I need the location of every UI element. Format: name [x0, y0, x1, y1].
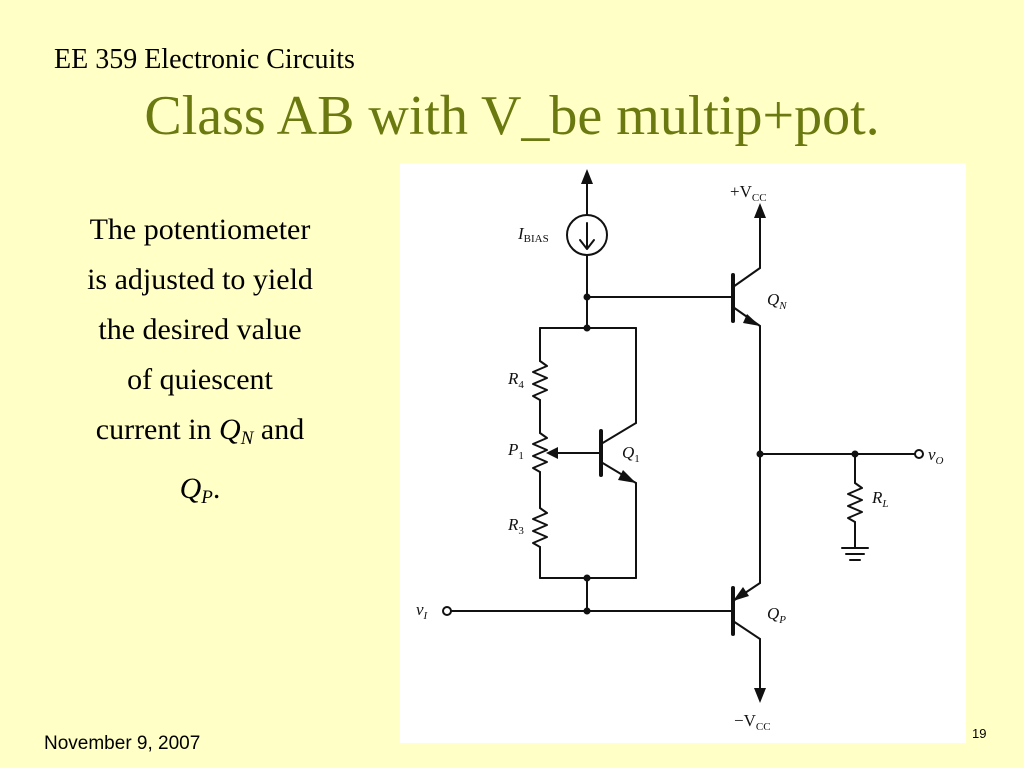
body-line-4: of quiescent [127, 363, 273, 396]
body-line-5-pre: current in [95, 413, 220, 446]
course-title: EE 359 Electronic Circuits [54, 44, 355, 75]
p1-potentiometer [532, 432, 548, 473]
r4-resistor [532, 360, 548, 401]
ibias-label: IBIAS [517, 224, 549, 245]
junction-dot [583, 324, 591, 332]
circuit-diagram: +VCC IBIAS QN R4 P1 Q1 R3 RL vI vO QP −V… [400, 163, 966, 743]
q1-emitter-arrow [618, 470, 636, 483]
qn-collector [732, 267, 761, 288]
junction-dot [851, 450, 859, 458]
vcc-pos-arrow [754, 203, 766, 218]
junction-dot [583, 293, 591, 301]
junction-dot [756, 450, 764, 458]
vi-terminal [442, 606, 452, 616]
body-line-3: the desired value [98, 313, 302, 346]
r3-label: R3 [507, 515, 524, 537]
vcc-pos-label: +VCC [730, 182, 767, 204]
qn-label: QN [767, 290, 787, 312]
vo-terminal [914, 449, 924, 459]
body-line-2: is adjusted to yield [87, 263, 313, 296]
body-line-5: current in QN and [28, 405, 372, 464]
qn-subscript: N [240, 428, 254, 449]
qp-emitter-arrow [733, 587, 749, 601]
p1-label: P1 [507, 440, 524, 462]
page-number: 19 [972, 726, 987, 741]
junction-dot [583, 607, 591, 615]
junction-dot [583, 574, 591, 582]
qp-subscript: P [201, 487, 213, 508]
rl-resistor [847, 482, 863, 523]
slide-title: Class AB with V_be multip+pot. [144, 85, 880, 147]
body-line-1: The potentiometer [89, 213, 311, 246]
q1-collector [600, 422, 637, 445]
qn-emitter-arrow [743, 314, 760, 326]
q1-label: Q1 [622, 443, 640, 465]
qp-label: QP [767, 604, 786, 626]
vcc-neg-arrow [754, 688, 766, 703]
body-line-6-post: . [212, 472, 221, 505]
qp-symbol: Q [179, 472, 202, 505]
vcc-neg-label: −VCC [734, 711, 771, 733]
rl-label: RL [871, 488, 889, 510]
current-source-arrowhead [579, 239, 595, 250]
circuit-svg: +VCC IBIAS QN R4 P1 Q1 R3 RL vI vO QP −V… [416, 169, 944, 733]
slide-body: The potentiometer is adjusted to yield t… [28, 205, 372, 523]
vo-label: vO [928, 445, 944, 467]
r3-resistor [532, 507, 548, 548]
vi-label: vI [416, 600, 429, 622]
junction-dots [583, 293, 859, 615]
bias-supply-arrow [581, 169, 593, 184]
qp-collector [732, 620, 761, 640]
wiper-arrow [546, 447, 558, 459]
footer-date: November 9, 2007 [44, 733, 201, 754]
r4-label: R4 [507, 369, 524, 391]
body-line-6: QP. [28, 464, 372, 523]
body-line-5-post: and [253, 413, 305, 446]
qn-symbol: Q [219, 413, 241, 446]
